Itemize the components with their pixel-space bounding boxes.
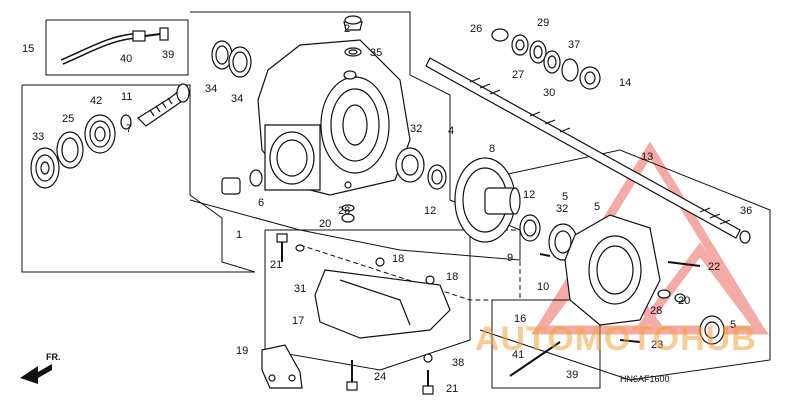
final-drive-housing (257, 39, 411, 196)
callout-6: 6 (258, 197, 264, 209)
callout-40: 40 (120, 53, 132, 65)
callout-17: 17 (292, 315, 304, 327)
callout-30: 30 (543, 87, 555, 99)
callout-42: 42 (90, 95, 102, 107)
callout-28: 28 (650, 305, 662, 317)
diagram-code: HN6AF1600 (620, 374, 670, 384)
callout-24: 24 (374, 371, 386, 383)
callout-14: 14 (619, 77, 631, 89)
callout-27: 27 (512, 69, 524, 81)
callout-21: 21 (446, 383, 458, 395)
callout-38: 38 (452, 357, 464, 369)
callout-23: 23 (651, 339, 663, 351)
skid-plate (314, 257, 451, 363)
callout-9: 9 (507, 252, 513, 264)
callout-34: 34 (205, 83, 217, 95)
callout-13: 13 (641, 151, 653, 163)
callout-28: 28 (338, 205, 350, 217)
callout-19: 19 (236, 345, 248, 357)
callout-29: 29 (537, 17, 549, 29)
mount-bracket (261, 344, 303, 389)
callout-10: 10 (537, 281, 549, 293)
callout-18: 18 (446, 271, 458, 283)
callout-32: 32 (410, 123, 422, 135)
callout-8: 8 (489, 143, 495, 155)
callout-20: 20 (678, 295, 690, 307)
callout-16: 16 (514, 313, 526, 325)
box-breather (45, 19, 189, 76)
callout-4: 4 (448, 125, 454, 137)
dash-link-2 (299, 244, 600, 301)
callout-1: 1 (236, 229, 242, 241)
callout-25: 25 (62, 113, 74, 125)
callout-11: 11 (121, 91, 132, 103)
callout-39: 39 (162, 49, 174, 61)
callout-22: 22 (708, 261, 720, 273)
front-label: FR. (46, 352, 61, 362)
callout-41: 41 (512, 349, 524, 361)
bearing-set (221, 169, 263, 195)
callout-12: 12 (424, 205, 436, 217)
callout-32: 32 (556, 203, 568, 215)
drain-plug (343, 15, 363, 57)
ring-gear (454, 157, 521, 243)
callout-35: 35 (370, 47, 382, 59)
callout-33: 33 (32, 131, 44, 143)
callout-numbers: 1245556789101112121314151617181819202021… (22, 17, 752, 395)
callout-7: 7 (126, 123, 132, 135)
callout-5: 5 (594, 201, 600, 213)
breather-tube (60, 27, 169, 65)
shaft-washers (491, 28, 751, 244)
callout-26: 26 (470, 23, 482, 35)
callout-34: 34 (231, 93, 243, 105)
box-pinion (21, 84, 256, 273)
callout-5: 5 (562, 191, 568, 203)
callout-31: 31 (294, 283, 306, 295)
housing-cover (564, 214, 725, 345)
callout-36: 36 (740, 205, 752, 217)
callout-18: 18 (392, 253, 404, 265)
oil-seals (211, 40, 252, 78)
callout-20: 20 (319, 218, 331, 230)
callout-15: 15 (22, 43, 34, 55)
callout-21: 21 (270, 259, 282, 271)
watermark-text: AUTOMOTOHUB (475, 320, 757, 358)
bolts (276, 204, 701, 395)
callout-2: 2 (344, 23, 350, 35)
axle-shaft (425, 57, 741, 239)
front-arrow: FR. (20, 352, 61, 384)
callout-12: 12 (523, 189, 535, 201)
callout-5: 5 (730, 319, 736, 331)
callout-37: 37 (568, 39, 580, 51)
callout-39: 39 (566, 369, 578, 381)
pinion-group (30, 83, 190, 189)
